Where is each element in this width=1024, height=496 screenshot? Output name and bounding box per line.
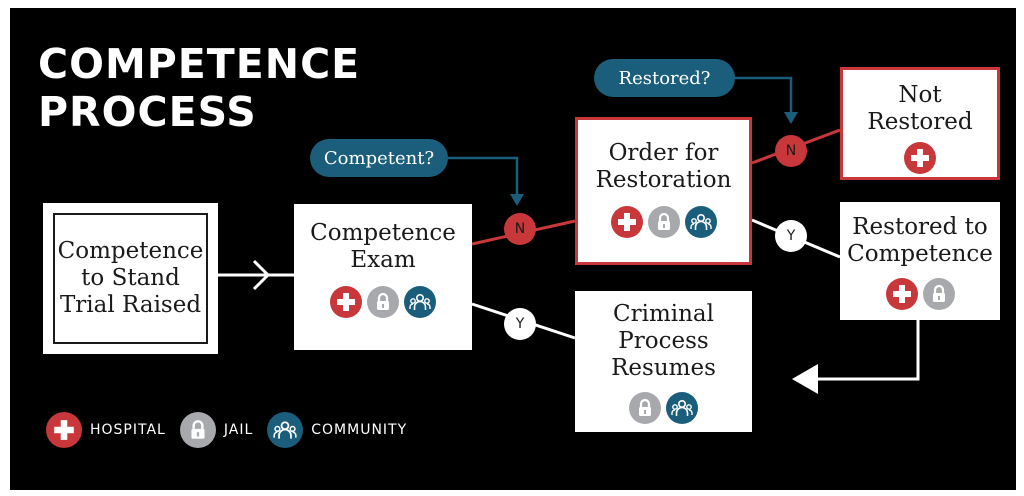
yes-badge-label: Y xyxy=(515,316,525,332)
node-order-label: Order for Restoration xyxy=(595,140,732,193)
padlock-icon xyxy=(179,412,216,448)
restored-to-criminal-line xyxy=(810,320,920,381)
people-icon xyxy=(267,412,304,448)
page-title: COMPETENCE PROCESS xyxy=(38,40,360,136)
restored-question-pill: Restored? xyxy=(594,59,735,97)
node-restored-label: Restored to Competence xyxy=(847,214,993,267)
padlock-icon xyxy=(629,392,661,424)
yes-badge-restored: Y xyxy=(775,220,807,252)
restored-to-criminal-arrowhead xyxy=(792,364,818,394)
node-start: Competence to Stand Trial Raised xyxy=(43,203,218,354)
competent-question-label: Competent? xyxy=(323,147,435,169)
diagram-canvas: COMPETENCE PROCESS Competence to Stand T… xyxy=(10,8,1016,490)
hospital-cross-icon xyxy=(46,412,82,448)
no-badge-label: N xyxy=(785,143,797,159)
legend-jail-label: JAIL xyxy=(223,422,254,438)
people-icon xyxy=(684,206,717,238)
legend-hospital-label: HOSPITAL xyxy=(90,422,166,438)
hospital-cross-icon xyxy=(610,206,643,238)
title-line-2: PROCESS xyxy=(38,88,257,136)
node-not-restored-label: Not Restored xyxy=(867,82,973,135)
node-order-icons xyxy=(578,206,749,238)
node-not-restored-icons xyxy=(843,142,997,174)
node-start-label: Competence to Stand Trial Raised xyxy=(57,238,204,318)
legend-community-label: COMMUNITY xyxy=(311,422,408,438)
yes-badge-competent: Y xyxy=(504,308,536,340)
restored-question-line xyxy=(735,76,793,116)
node-start-frame: Competence to Stand Trial Raised xyxy=(53,213,208,344)
node-competence-exam: Competence Exam xyxy=(294,204,472,350)
hospital-cross-icon xyxy=(904,142,936,174)
competent-question-arrowhead xyxy=(510,194,524,206)
no-badge-restored: N xyxy=(775,135,807,167)
padlock-icon xyxy=(922,278,955,310)
legend: HOSPITAL JAIL COMMUNITY xyxy=(46,412,421,448)
start-to-exam-arrowhead xyxy=(252,259,271,291)
node-not-restored: Not Restored xyxy=(840,67,1000,180)
padlock-icon xyxy=(647,206,680,238)
yes-badge-label: Y xyxy=(786,228,796,244)
node-exam-label: Competence Exam xyxy=(310,220,456,273)
hospital-cross-icon xyxy=(330,286,362,318)
node-restored-to-competence: Restored to Competence xyxy=(840,202,1000,320)
competent-question-pill: Competent? xyxy=(310,139,448,177)
restored-question-label: Restored? xyxy=(618,67,711,89)
people-icon xyxy=(666,392,698,424)
no-badge-label: N xyxy=(514,221,526,237)
node-criminal-icons xyxy=(575,392,752,424)
node-criminal-process-resumes: Criminal Process Resumes xyxy=(575,291,752,432)
people-icon xyxy=(404,286,436,318)
title-line-1: COMPETENCE xyxy=(38,40,361,88)
padlock-icon xyxy=(367,286,399,318)
node-criminal-label: Criminal Process Resumes xyxy=(611,301,716,381)
competent-question-line xyxy=(448,156,519,198)
node-restored-icons xyxy=(840,278,1000,310)
restored-question-arrowhead xyxy=(784,112,798,124)
no-badge-competent: N xyxy=(504,213,536,245)
node-exam-icons xyxy=(294,286,472,318)
hospital-cross-icon xyxy=(885,278,918,310)
node-order-for-restoration: Order for Restoration xyxy=(575,117,752,265)
